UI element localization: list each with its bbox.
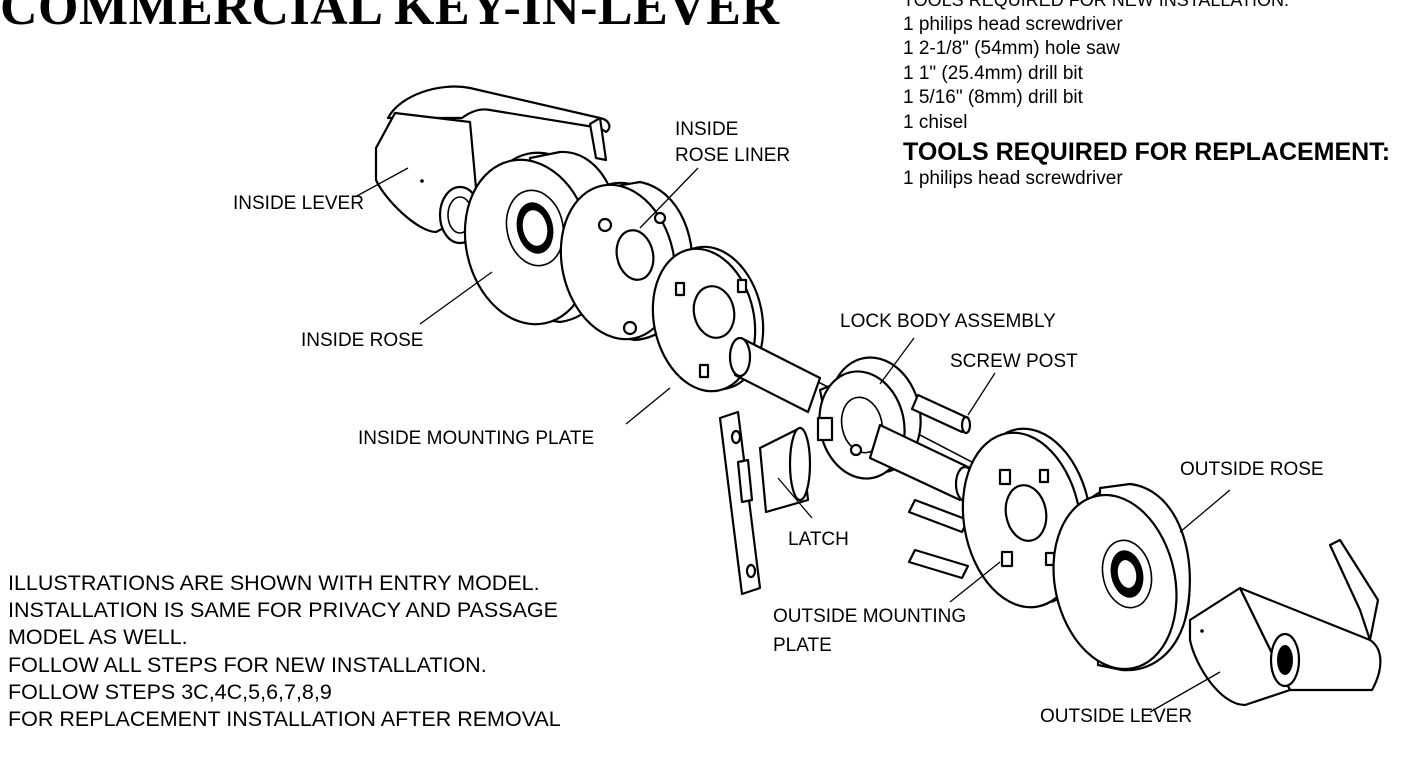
label-latch: LATCH	[788, 529, 849, 550]
new-installation-heading: TOOLS REQUIRED FOR NEW INSTALLATION:	[903, 0, 1290, 10]
new-tool-item: 1 philips head screwdriver	[903, 13, 1123, 35]
outside-rose-shape	[1052, 482, 1191, 672]
leader-screw-post	[967, 372, 996, 416]
installation-notes: ILLUSTRATIONS ARE SHOWN WITH ENTRY MODEL…	[8, 570, 561, 733]
label-inside-rose: INSIDE ROSE	[301, 330, 424, 351]
latch-shape	[718, 410, 812, 596]
outside-lever-shape	[1188, 538, 1382, 707]
label-inside-mounting-plate: INSIDE MOUNTING PLATE	[358, 428, 595, 449]
leader-outside-lever	[1149, 671, 1221, 713]
note-line: INSTALLATION IS SAME FOR PRIVACY AND PAS…	[8, 598, 558, 623]
label-inside-lever: INSIDE LEVER	[233, 193, 364, 214]
leader-inside-mounting-plate	[625, 387, 671, 425]
page-title: COMMERCIAL KEY-IN-LEVER	[0, 0, 780, 36]
leader-inside-lever	[354, 167, 409, 198]
label-inside-rose-liner-line1: INSIDE	[675, 119, 739, 140]
replacement-heading: TOOLS REQUIRED FOR REPLACEMENT:	[903, 138, 1391, 166]
leader-outside-rose	[1179, 489, 1231, 533]
leader-outside-mounting-plate	[949, 561, 1001, 603]
replacement-tool-item: 1 philips head screwdriver	[903, 168, 1123, 189]
label-inside-rose-liner-line2: ROSE LINER	[675, 145, 791, 166]
new-tool-item: 1 5/16" (8mm) drill bit	[903, 87, 1083, 108]
label-outside-lever: OUTSIDE LEVER	[1040, 706, 1193, 727]
note-line: MODEL AS WELL.	[8, 625, 188, 650]
note-line: FOLLOW ALL STEPS FOR NEW INSTALLATION.	[8, 652, 487, 677]
label-outside-mounting-plate-line1: OUTSIDE MOUNTING	[773, 606, 967, 627]
tools-list: TOOLS REQUIRED FOR NEW INSTALLATION: 1 p…	[903, 0, 1428, 192]
leader-inside-rose-liner	[639, 167, 699, 229]
leader-inside-rose	[419, 271, 493, 325]
label-screw-post: SCREW POST	[950, 351, 1078, 372]
note-line: FOLLOW STEPS 3C,4C,5,6,7,8,9	[8, 679, 332, 704]
label-lock-body-assembly: LOCK BODY ASSEMBLY	[840, 311, 1056, 332]
leader-latch	[777, 477, 813, 519]
screw-post-shape	[910, 393, 972, 435]
label-outside-rose: OUTSIDE ROSE	[1180, 459, 1324, 480]
leader-lock-body-assembly	[879, 337, 915, 385]
new-tool-item: 1 2-1/8" (54mm) hole saw	[903, 38, 1120, 59]
note-line: ILLUSTRATIONS ARE SHOWN WITH ENTRY MODEL…	[8, 571, 540, 595]
note-line: FOR REPLACEMENT INSTALLATION AFTER REMOV…	[8, 707, 561, 732]
new-tool-item: 1 1" (25.4mm) drill bit	[903, 62, 1083, 84]
new-tool-item: 1 chisel	[903, 111, 968, 133]
label-outside-mounting-plate-line2: PLATE	[773, 635, 832, 656]
